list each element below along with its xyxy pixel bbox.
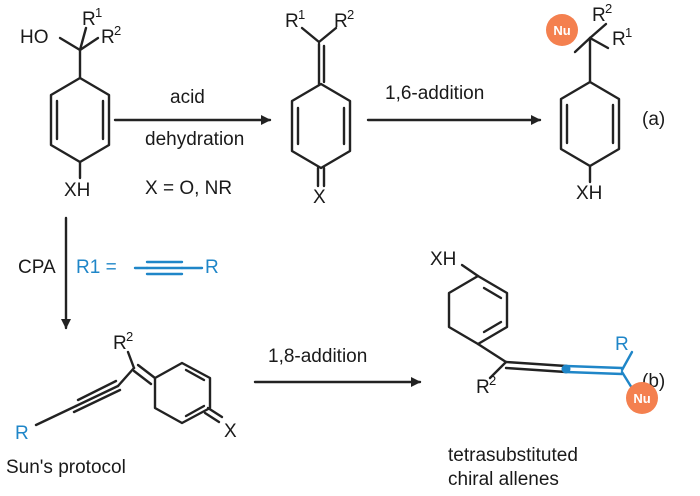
hydroxyl-label: HO	[20, 27, 49, 48]
product-xh-label: XH	[576, 183, 603, 204]
r1-label: R	[82, 9, 96, 30]
nucleophile-badge-b: Nu	[626, 382, 658, 414]
allene-r2-superscript: 2	[489, 373, 497, 388]
product-r2-label: R	[592, 5, 606, 26]
xh-label: XH	[64, 180, 91, 201]
addition-product-a-structure	[559, 22, 621, 184]
alkynyl-quinone-methide-structure	[34, 350, 224, 427]
sun-r2-label: R	[113, 333, 127, 354]
allene-central-carbon	[561, 364, 571, 374]
addition-18-label: 1,8-addition	[268, 346, 368, 367]
alkyne-r-label: R	[205, 257, 219, 278]
sun-x-label: X	[224, 421, 237, 442]
r2-label: R	[101, 27, 115, 48]
x-definition-label: X = O, NR	[145, 178, 233, 199]
r2-superscript: 2	[114, 23, 122, 38]
product-name-line2: chiral allenes	[448, 469, 559, 490]
qm-r1-superscript: 1	[298, 7, 306, 22]
sun-r-label: R	[15, 423, 29, 444]
product-name-line1: tetrasubstituted	[448, 445, 578, 466]
cpa-label: CPA	[18, 257, 56, 278]
addition-16-label: 1,6-addition	[385, 83, 485, 104]
product-r1-superscript: 1	[625, 25, 633, 40]
dehydration-label: dehydration	[145, 129, 245, 150]
sun-r2-superscript: 2	[126, 329, 134, 344]
alkyne-substituent	[133, 260, 204, 276]
qm-r1-label: R	[285, 11, 299, 32]
qm-r2-superscript: 2	[347, 7, 355, 22]
product-r2-superscript: 2	[605, 1, 613, 16]
sun-protocol-label: Sun's protocol	[6, 457, 126, 478]
allene-r2-label: R	[476, 377, 490, 398]
quinone-methide-structure	[290, 26, 352, 188]
acid-label: acid	[170, 87, 205, 108]
allene-blue-bonds	[564, 350, 637, 395]
starting-alcohol-structure	[49, 26, 111, 180]
product-r1-label: R	[612, 29, 626, 50]
allene-product-structure	[447, 263, 568, 380]
nucleophile-badge-a: Nu	[546, 14, 578, 46]
qm-x-label: X	[313, 187, 326, 208]
r1-substituent-label: R1 =	[76, 257, 117, 278]
r1-superscript: 1	[95, 5, 103, 20]
qm-r2-label: R	[334, 11, 348, 32]
allene-r-label: R	[615, 334, 629, 355]
reaction-a-tag: (a)	[642, 109, 666, 130]
allene-xh-label: XH	[430, 249, 457, 270]
